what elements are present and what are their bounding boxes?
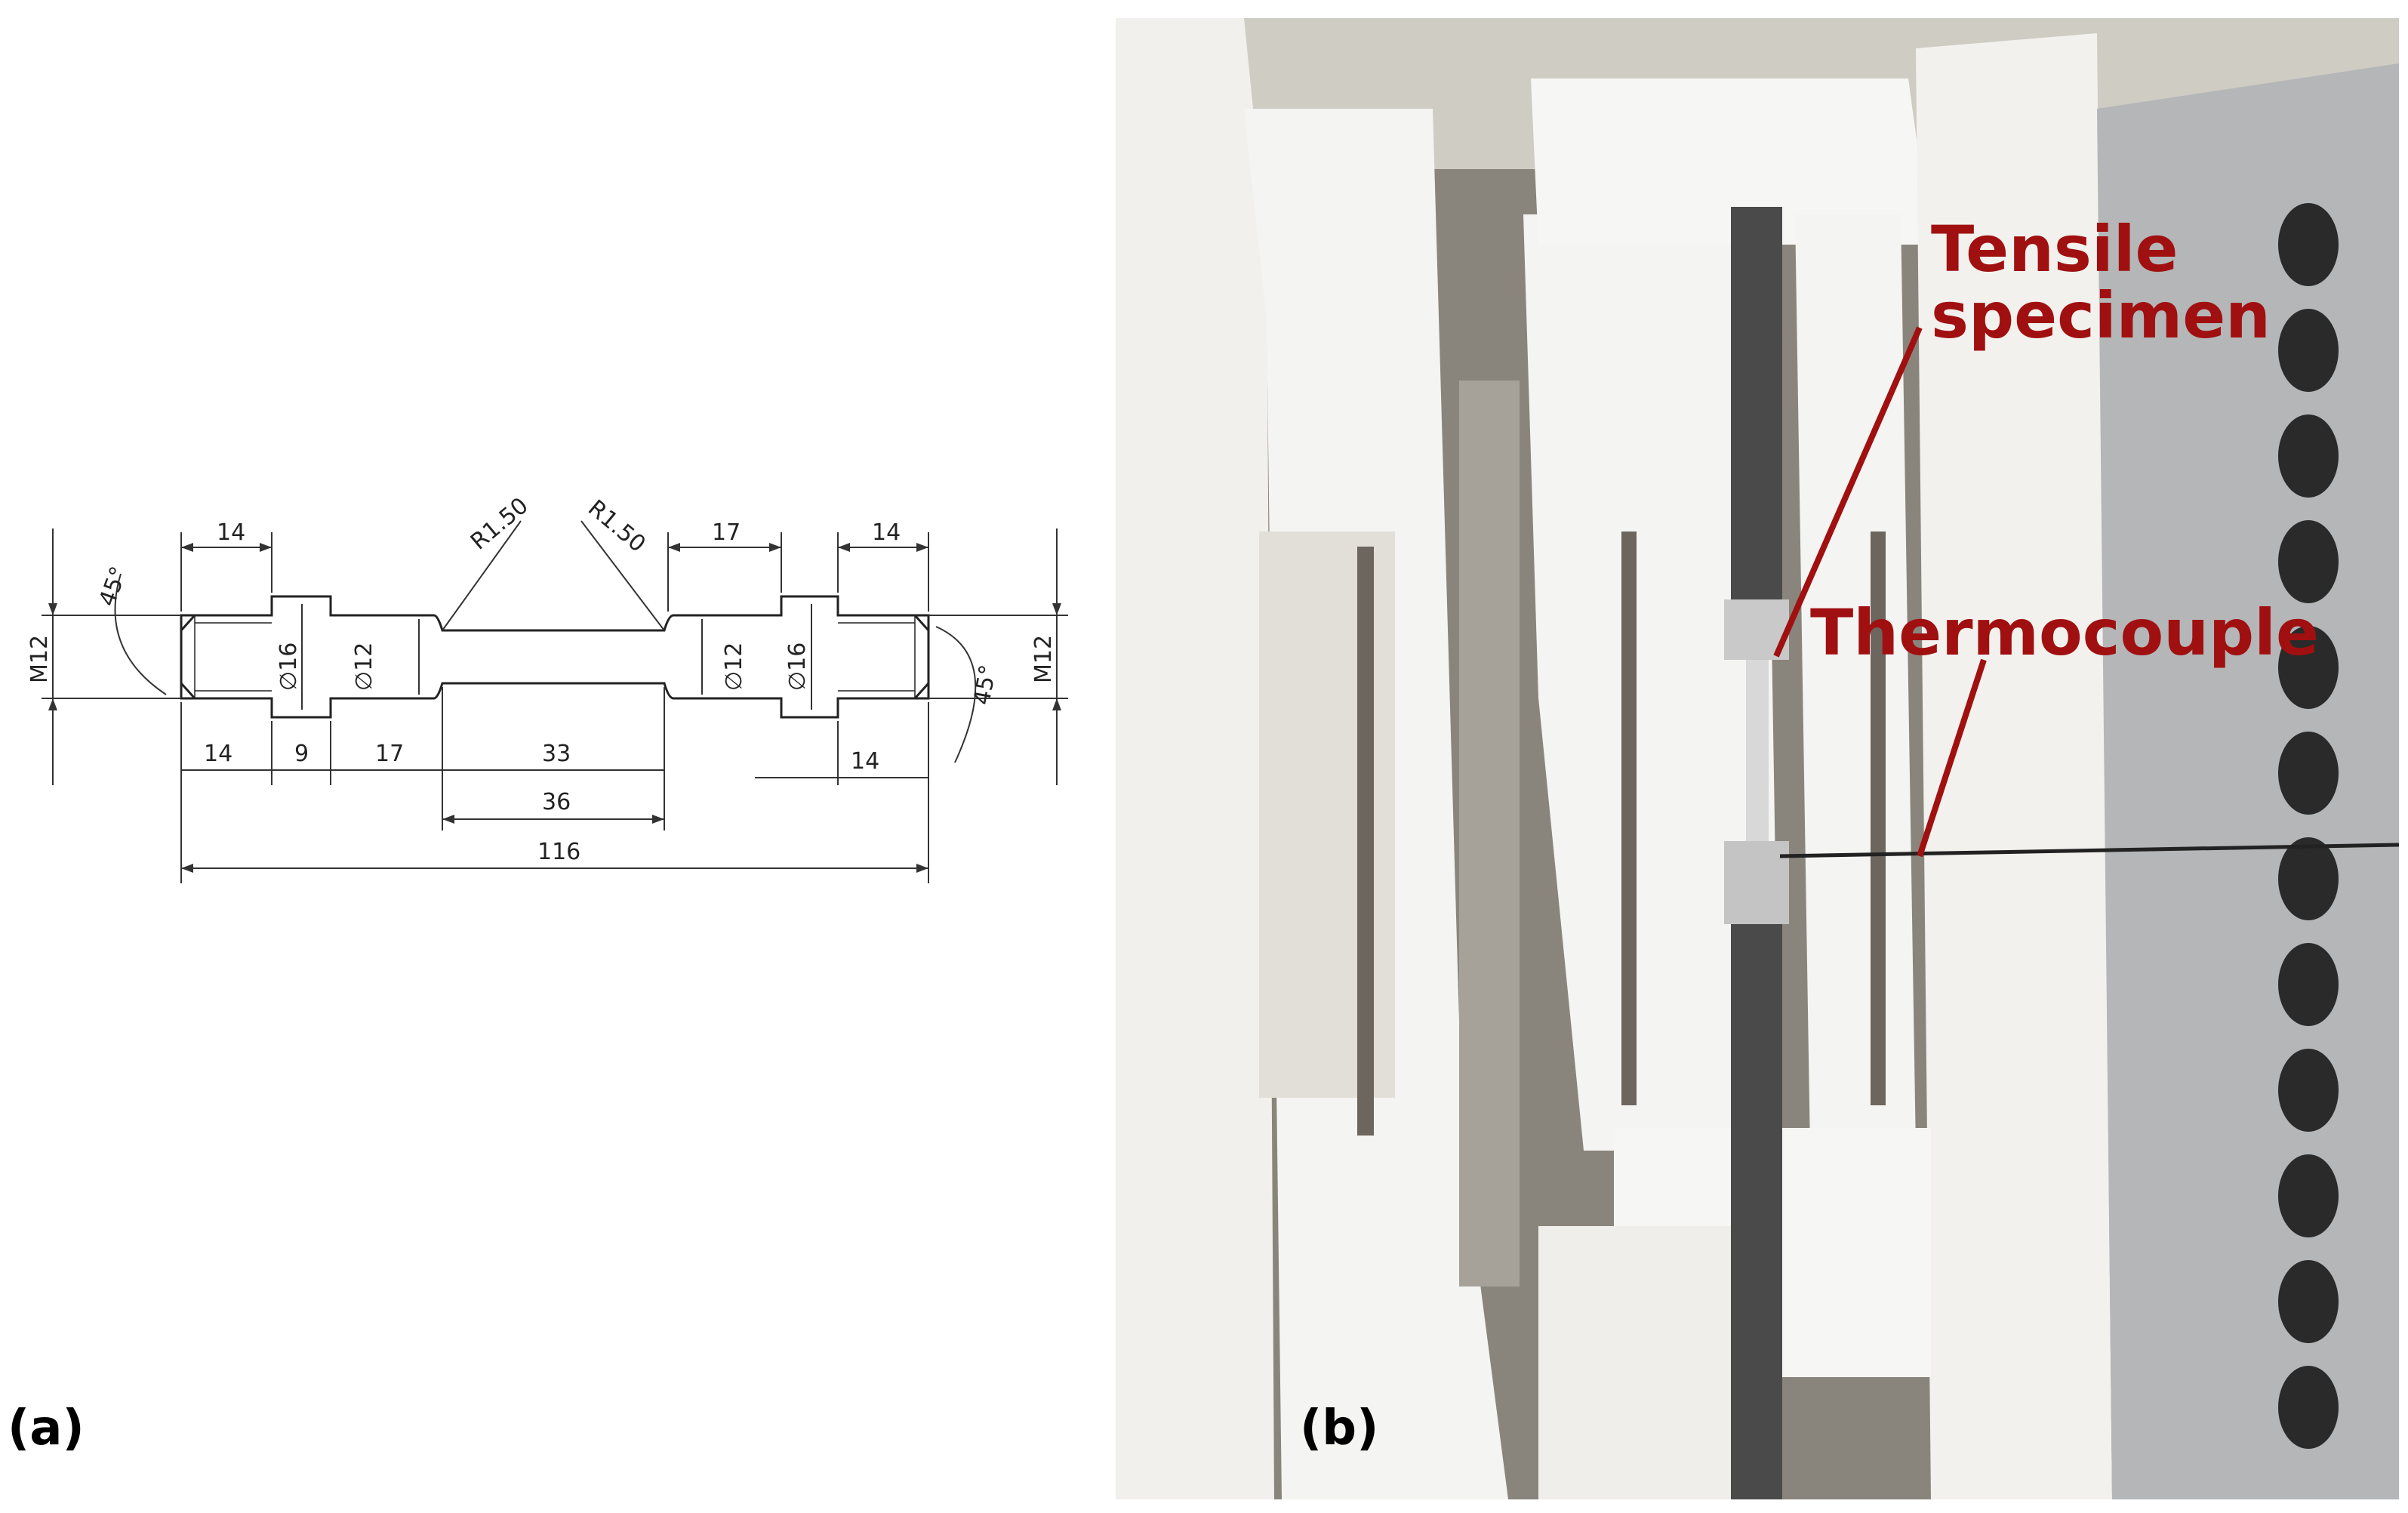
dim-bot-116: 116: [537, 839, 580, 865]
dim-dia16-left: ∅16: [276, 642, 302, 691]
thermocouple-wire: [1779, 843, 2399, 858]
dim-m12-left: M12: [26, 635, 53, 683]
photo-svg: [1116, 18, 2399, 1499]
dim-bot-14-right: 14: [851, 748, 879, 775]
dim-bot-33: 33: [542, 741, 571, 767]
furnace-photo: Tensile specimen Thermocouple: [1116, 18, 2399, 1499]
panel-label-a: (a): [8, 1401, 85, 1456]
tensile-leader: [1773, 326, 1923, 658]
dim-top-17: 17: [712, 519, 741, 546]
dim-top-14-right: 14: [872, 519, 901, 546]
perforations: [2278, 203, 2339, 1449]
dim-m12-right: M12: [1030, 635, 1057, 683]
dim-angle-left: 45°: [94, 563, 133, 610]
technical-drawing: 14 R1.50 R1.50 17 14 M12 M12 45° 45° ∅16…: [0, 0, 1087, 1510]
dim-bot-36: 36: [542, 789, 571, 815]
dim-r150-right: R1.50: [583, 495, 651, 558]
tensile-specimen-label: Tensile specimen: [1931, 212, 2271, 353]
panel-label-b: (b): [1300, 1401, 1379, 1456]
dim-bot-17: 17: [375, 741, 404, 767]
dim-bot-9: 9: [294, 741, 309, 767]
drawing-svg: 14 R1.50 R1.50 17 14 M12 M12 45° 45° ∅16…: [26, 492, 1068, 883]
dim-top-14-left: 14: [217, 519, 245, 546]
specimen-gauge: [1746, 660, 1769, 841]
dim-dia12-left: ∅12: [351, 642, 377, 691]
thermocouple-label: Thermocouple: [1810, 596, 2319, 670]
dim-r150-left: R1.50: [466, 492, 534, 555]
thermocouple-leader: [1917, 658, 1987, 858]
pull-rod-lower: [1731, 924, 1782, 1499]
pull-rod-upper: [1731, 207, 1782, 599]
dim-dia16-right: ∅16: [784, 642, 811, 691]
dim-dia12-right: ∅12: [721, 642, 747, 691]
dim-bot-14-left: 14: [204, 741, 232, 767]
